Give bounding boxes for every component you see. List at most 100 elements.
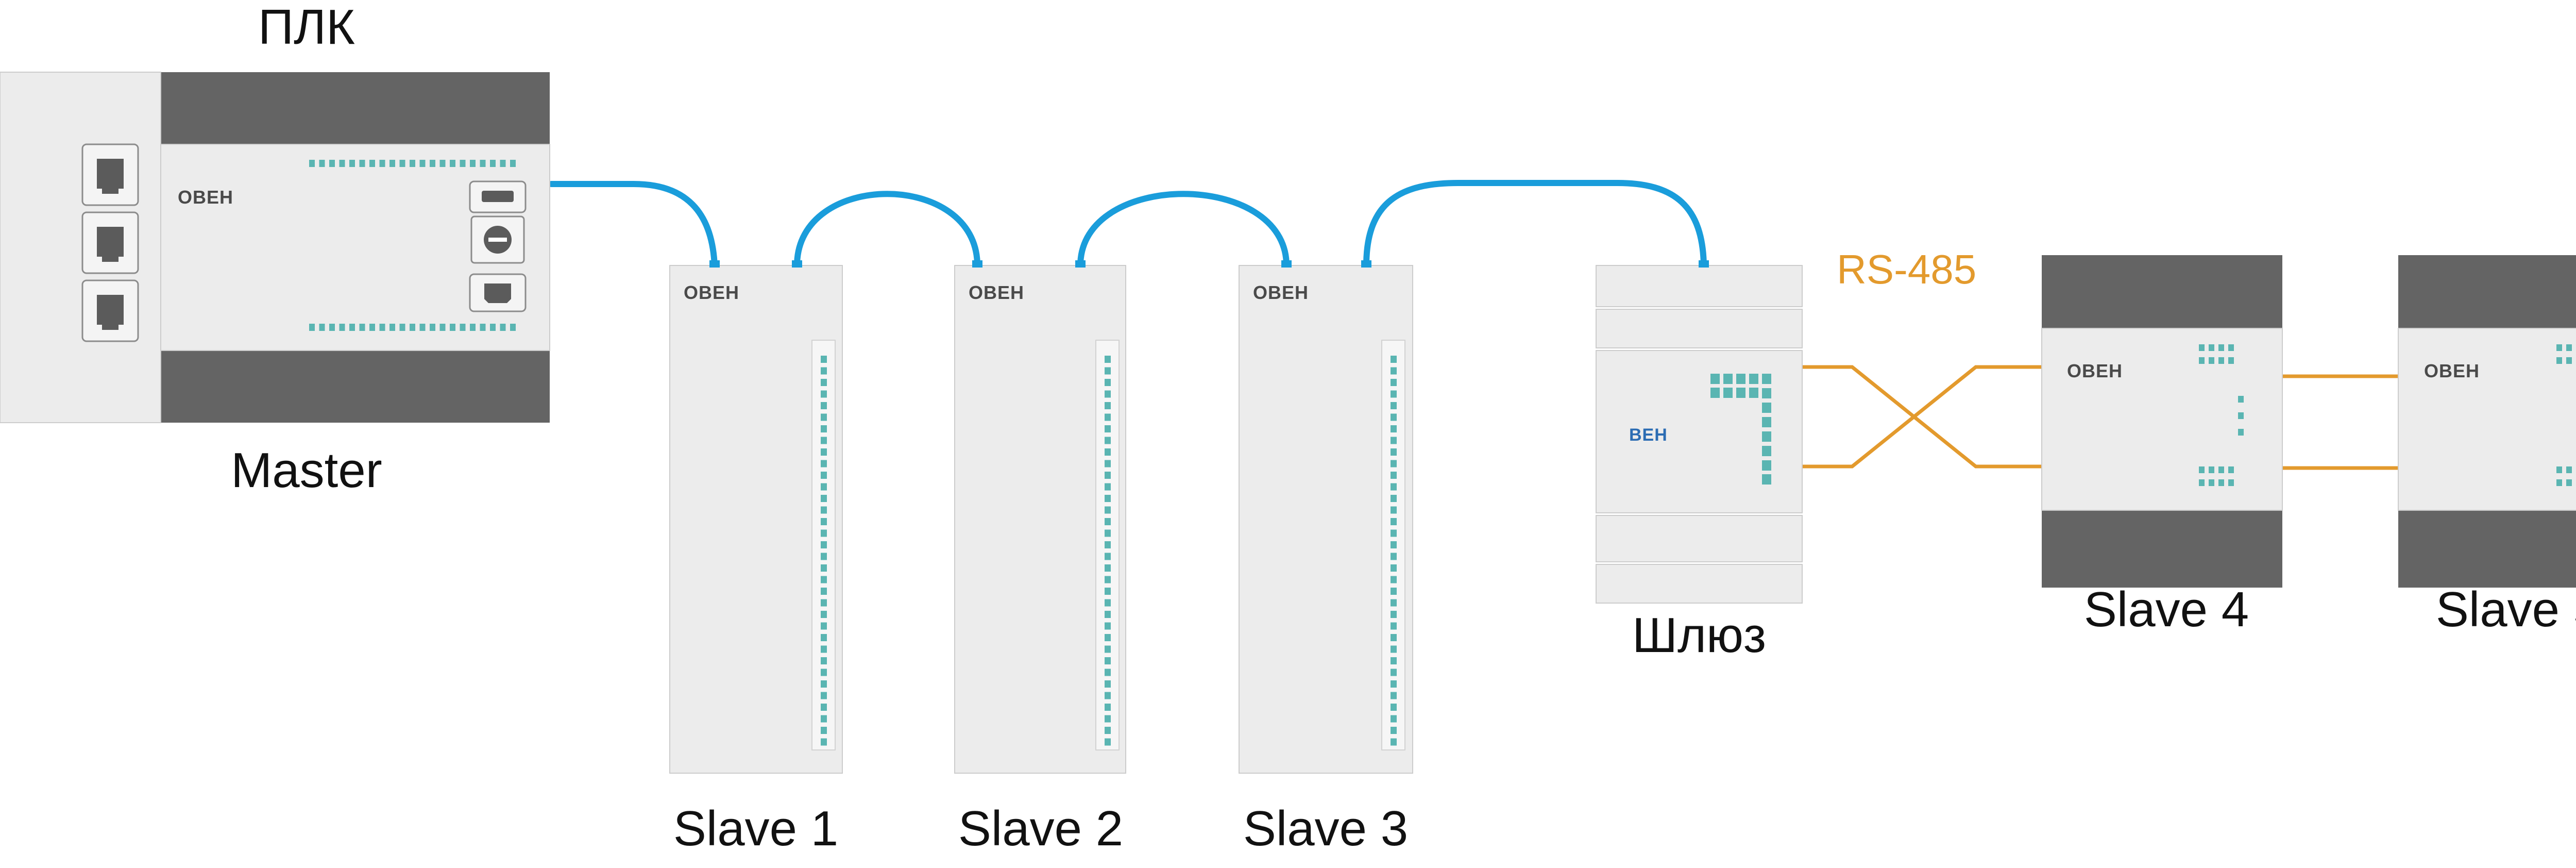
status-led-icon (1105, 529, 1111, 537)
status-led-icon (1391, 367, 1397, 375)
rs485-bus-label: RS-485 (1837, 246, 1976, 292)
status-led-icon (510, 160, 516, 167)
status-led-icon (1749, 388, 1758, 398)
status-led-icon (2556, 344, 2562, 351)
gateway-bottom-cover (1596, 564, 1803, 604)
slave-2-device[interactable]: ОВЕН Slave 2 (954, 260, 1126, 856)
ethernet-port-right (792, 260, 802, 268)
status-led-icon (2209, 466, 2214, 473)
status-led-icon (419, 324, 426, 331)
status-led-icon (510, 324, 516, 331)
din-rail-top (161, 72, 550, 144)
status-led-icon (309, 324, 315, 331)
ethernet-port-left (972, 260, 982, 268)
status-led-icon (1762, 417, 1771, 427)
slave-1-device[interactable]: ОВЕН Slave 1 (669, 260, 843, 856)
plc-led-row-bottom (309, 324, 516, 331)
status-led-icon (2566, 479, 2572, 486)
slave-5-logo: ОВЕН (2424, 360, 2480, 381)
status-led-icon (1105, 715, 1111, 723)
slave-5-led-groups (2556, 344, 2572, 486)
status-led-icon (821, 448, 827, 456)
status-led-icon (1736, 388, 1745, 398)
status-led-icon (1105, 576, 1111, 583)
status-led-icon (1391, 738, 1397, 746)
rotary-switch-slot (488, 238, 507, 242)
status-led-icon (1105, 541, 1111, 548)
slave-4-device[interactable]: ОВЕН Slave 4 (2041, 255, 2283, 637)
status-led-icon (821, 588, 827, 595)
slave-1-label: Slave 1 (673, 801, 838, 856)
status-led-icon (439, 160, 446, 167)
status-led-icon (379, 324, 385, 331)
status-led-icon (389, 160, 395, 167)
status-led-icon (1391, 402, 1397, 409)
status-led-icon (1762, 374, 1771, 384)
status-led-icon (1391, 529, 1397, 537)
status-led-icon (821, 634, 827, 641)
status-led-icon (821, 413, 827, 421)
status-led-icon (1105, 437, 1111, 444)
status-led-icon (2566, 466, 2572, 473)
status-led-icon (821, 367, 827, 375)
status-led-icon (430, 324, 435, 331)
status-led-icon (1105, 402, 1111, 409)
gateway-top-rail (1596, 309, 1803, 348)
status-led-icon (389, 324, 395, 331)
status-led-icon (1105, 704, 1111, 711)
plc-master-device[interactable]: ОВЕН ПЛК Master (0, 0, 550, 498)
ethernet-cable-plc-slave1 (548, 181, 718, 269)
status-led-icon (821, 460, 827, 468)
status-led-icon (2238, 396, 2244, 403)
status-led-icon (1391, 645, 1397, 653)
usb-b-port-slot (484, 283, 511, 303)
status-led-icon (1762, 460, 1771, 471)
status-led-icon (1391, 622, 1397, 630)
status-led-icon (1391, 472, 1397, 479)
slave-5-device[interactable]: ОВЕН Slave 5 (2398, 255, 2576, 637)
gateway-device[interactable]: ВЕН Шлюз (1596, 260, 1803, 663)
status-led-icon (821, 715, 827, 723)
status-led-icon (2199, 344, 2205, 351)
status-led-icon (1749, 374, 1758, 384)
status-led-icon (430, 160, 435, 167)
status-led-icon (1723, 388, 1733, 398)
gateway-label: Шлюз (1632, 608, 1766, 663)
din-rail-top (2398, 255, 2576, 328)
status-led-icon (1391, 715, 1397, 723)
status-led-icon (419, 160, 426, 167)
status-led-icon (460, 324, 466, 331)
status-led-icon (2556, 466, 2562, 473)
status-led-icon (1391, 518, 1397, 525)
status-led-icon (2238, 412, 2244, 419)
din-rail-bottom (2398, 510, 2576, 588)
status-led-icon (1105, 367, 1111, 375)
slave-3-device[interactable]: ОВЕН Slave 3 (1239, 260, 1413, 856)
plc-bottom-label: Master (231, 443, 382, 498)
status-led-icon (2566, 344, 2572, 351)
status-led-icon (821, 437, 827, 444)
status-led-icon (2199, 357, 2205, 364)
status-led-icon (821, 379, 827, 386)
din-rail-bottom (2042, 510, 2282, 588)
status-led-icon (470, 324, 476, 331)
status-led-icon (339, 160, 345, 167)
status-led-icon (1391, 704, 1397, 711)
status-led-icon (309, 160, 315, 167)
status-led-icon (1105, 495, 1111, 502)
status-led-icon (1105, 599, 1111, 607)
status-led-icon (1105, 622, 1111, 630)
din-rail-bottom (161, 350, 550, 423)
status-led-icon (1105, 483, 1111, 491)
gateway-led-matrix (1710, 374, 1771, 485)
status-led-icon (500, 324, 506, 331)
status-led-icon (349, 324, 355, 331)
status-led-icon (1105, 727, 1111, 734)
status-led-icon (470, 160, 476, 167)
slave-2-logo: ОВЕН (969, 282, 1024, 303)
slave-4-logo: ОВЕН (2067, 360, 2123, 381)
status-led-icon (2209, 357, 2214, 364)
status-led-icon (319, 160, 325, 167)
